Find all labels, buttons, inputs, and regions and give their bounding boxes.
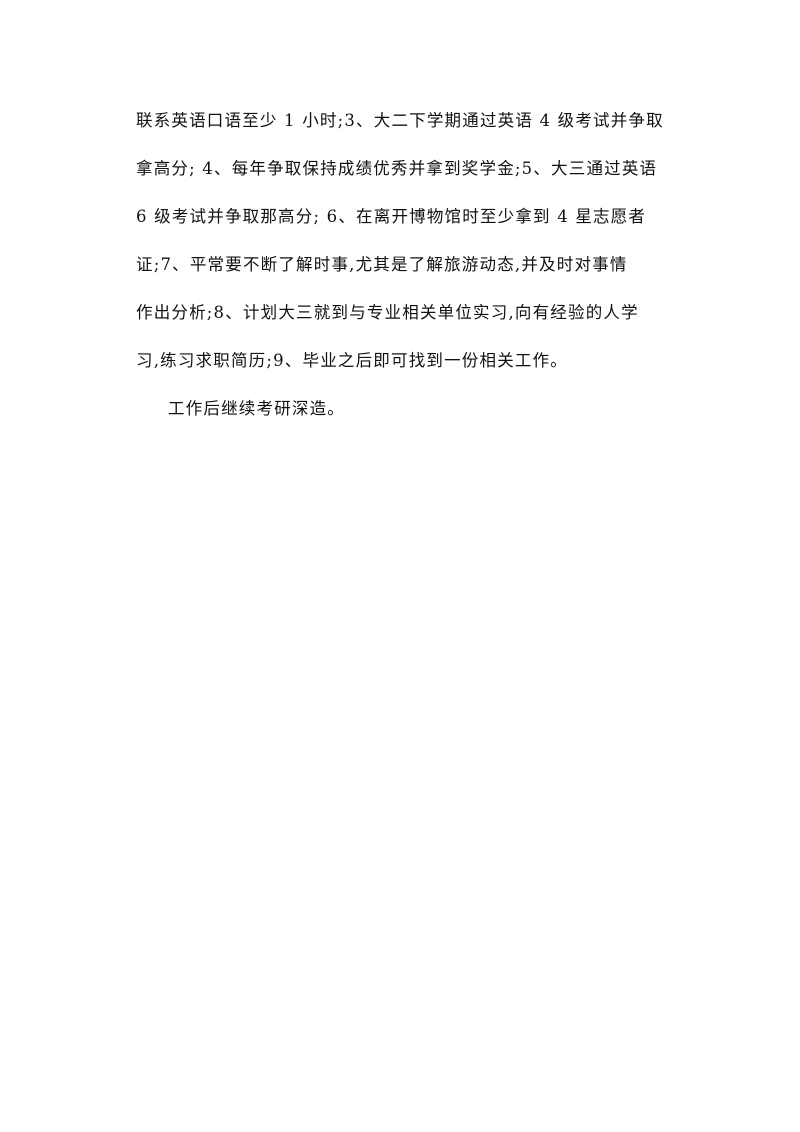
text-line-6: 习,练习求职简历;9、毕业之后即可找到一份相关工作。 <box>136 351 569 370</box>
text-line-4: 证;7、平常要不断了解时事,尤其是了解旅游动态,并及时对事情 <box>136 255 628 274</box>
document-body: 联系英语口语至少 1 小时;3、大二下学期通过英语 4 级考试并争取 拿高分; … <box>136 101 666 437</box>
final-paragraph: 工作后继续考研深造。 <box>168 399 345 418</box>
text-line-3: 6 级考试并争取那高分; 6、在离开博物馆时至少拿到 4 星志愿者 <box>136 207 647 226</box>
text-line-5: 作出分析;8、计划大三就到与专业相关单位实习,向有经验的人学 <box>136 303 639 322</box>
text-line-1: 联系英语口语至少 1 小时;3、大二下学期通过英语 4 级考试并争取 <box>136 111 664 130</box>
text-line-2: 拿高分; 4、每年争取保持成绩优秀并拿到奖学金;5、大三通过英语 <box>136 159 658 178</box>
